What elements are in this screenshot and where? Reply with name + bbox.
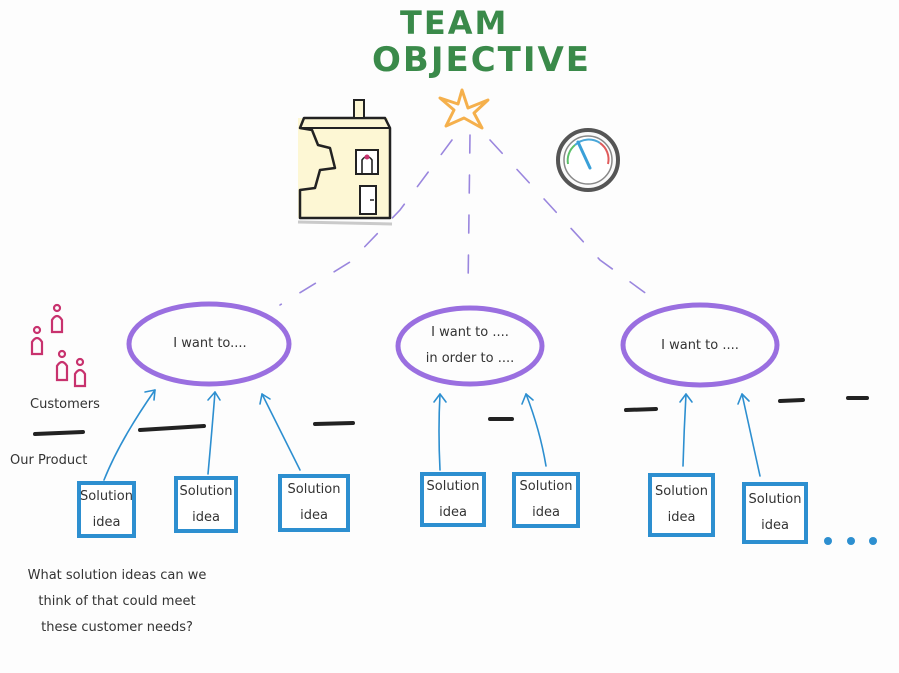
star-icon [438, 88, 490, 130]
gauge-icon [556, 128, 620, 192]
solution-idea-box: Solution idea [742, 482, 808, 544]
goal-ellipses [126, 301, 780, 388]
goal-text-2: I want to .... in order to .... [425, 325, 515, 366]
solution-arrows [103, 389, 761, 481]
solution-idea-box: Solution idea [420, 472, 486, 527]
solution-idea-box: Solution idea [648, 473, 715, 537]
goal-ellipse-3 [620, 302, 780, 388]
solution-idea-box: Solution idea [77, 481, 136, 538]
building-icon [297, 99, 393, 226]
ellipsis-icon [824, 537, 877, 545]
goal-text-1: I want to.... [173, 336, 247, 351]
product-dashes [33, 396, 869, 436]
goal-ellipse-1 [126, 301, 292, 387]
connector-right [489, 139, 656, 301]
solution-idea-box: Solution idea [512, 472, 580, 528]
our-product-label: Our Product [10, 453, 88, 468]
connector-left [279, 139, 453, 306]
goal-ellipse-2 [395, 305, 545, 387]
question-text: What solution ideas can we think of that… [27, 568, 207, 635]
connector-middle [467, 134, 471, 291]
goal-text-3: I want to .... [661, 338, 739, 353]
solution-idea-box: Solution idea [278, 474, 350, 532]
people-icon [30, 303, 87, 388]
objective-connectors [279, 134, 656, 306]
team-title-line2: OBJECTIVE [372, 40, 592, 80]
team-title-line1: TEAM [400, 4, 509, 42]
solution-idea-box: Solution idea [174, 476, 238, 533]
customers-label: Customers [30, 397, 100, 412]
